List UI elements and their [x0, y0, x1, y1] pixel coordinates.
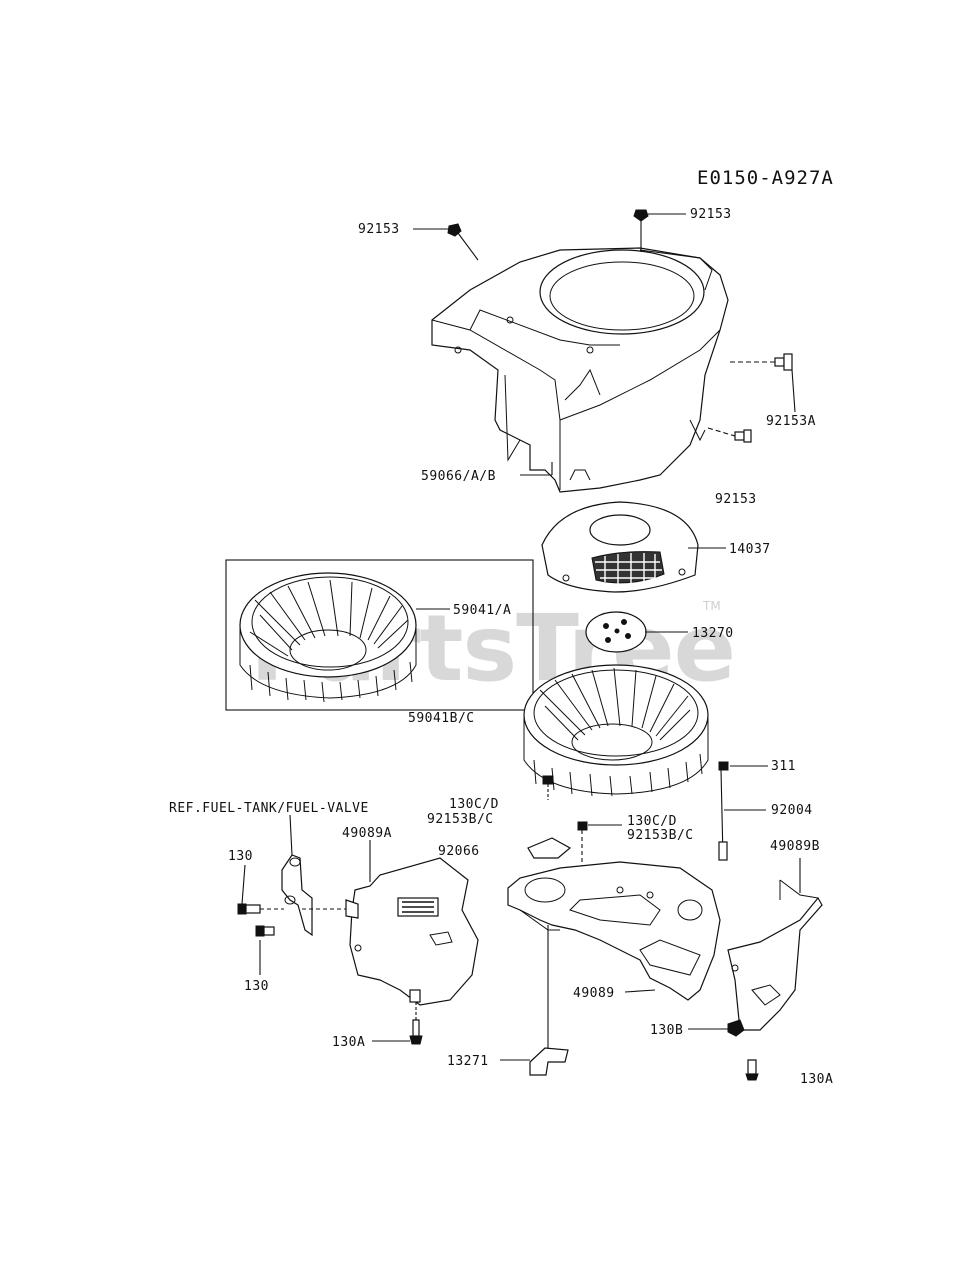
label-92153-left: 92153 — [358, 222, 400, 237]
part-labels: 92153 92153 92153A 59066/A/B 92153 14037… — [169, 207, 833, 1087]
base-shroud — [507, 861, 721, 1001]
label-59041A: 59041/A — [453, 603, 511, 618]
fan-screen — [541, 501, 699, 593]
label-130A-1: 130A — [332, 1035, 365, 1050]
label-49089: 49089 — [573, 986, 615, 1001]
side-shroud-left — [349, 857, 479, 1006]
bracket-13271 — [529, 1047, 569, 1076]
bolt-92153-left — [447, 223, 479, 261]
watermark-tm: TM — [702, 599, 721, 613]
fan-plate — [585, 611, 647, 653]
bolt-130-upper — [237, 903, 346, 915]
label-311: 311 — [771, 759, 796, 774]
bolt-130B — [727, 1019, 745, 1037]
label-92153BC-2: 92153B/C — [627, 828, 694, 843]
label-130CD-1: 130C/D — [449, 797, 499, 812]
label-59066: 59066/A/B — [421, 469, 496, 484]
label-130B: 130B — [650, 1023, 683, 1038]
label-13270: 13270 — [692, 626, 734, 641]
label-130A-2: 130A — [800, 1072, 833, 1087]
inset-box — [225, 559, 534, 711]
rod-92004 — [718, 769, 728, 861]
fan-main — [523, 664, 709, 797]
blower-housing — [431, 247, 729, 493]
label-92066: 92066 — [438, 844, 480, 859]
label-130-1: 130 — [228, 849, 253, 864]
label-92004: 92004 — [771, 803, 813, 818]
fuel-valve-bracket — [281, 854, 359, 937]
bolt-92153-mid — [707, 427, 752, 443]
fan-inset — [239, 572, 417, 703]
label-14037: 14037 — [729, 542, 771, 557]
label-92153-mid: 92153 — [715, 492, 757, 507]
leader-lines — [241, 213, 801, 1061]
bolt-92153-top — [633, 209, 649, 252]
label-130CD-2: 130C/D — [627, 814, 677, 829]
screw-130A-left — [409, 1002, 423, 1045]
bolt-92153A — [730, 353, 793, 371]
label-ref-fuel: REF.FUEL-TANK/FUEL-VALVE — [169, 801, 369, 816]
label-49089B: 49089B — [770, 839, 820, 854]
side-shroud-right — [727, 879, 823, 1031]
screw-130A-right — [745, 1059, 759, 1081]
label-49089A: 49089A — [342, 826, 392, 841]
label-92153-top: 92153 — [690, 207, 732, 222]
label-130-2: 130 — [244, 979, 269, 994]
pin-311 — [718, 761, 729, 771]
bolt-130-lower — [255, 925, 275, 937]
label-92153A: 92153A — [766, 414, 816, 429]
label-92153BC-1: 92153B/C — [427, 812, 494, 827]
label-59041BC: 59041B/C — [408, 711, 475, 726]
document-code: E0150-A927A — [697, 167, 834, 189]
label-13271: 13271 — [447, 1054, 489, 1069]
